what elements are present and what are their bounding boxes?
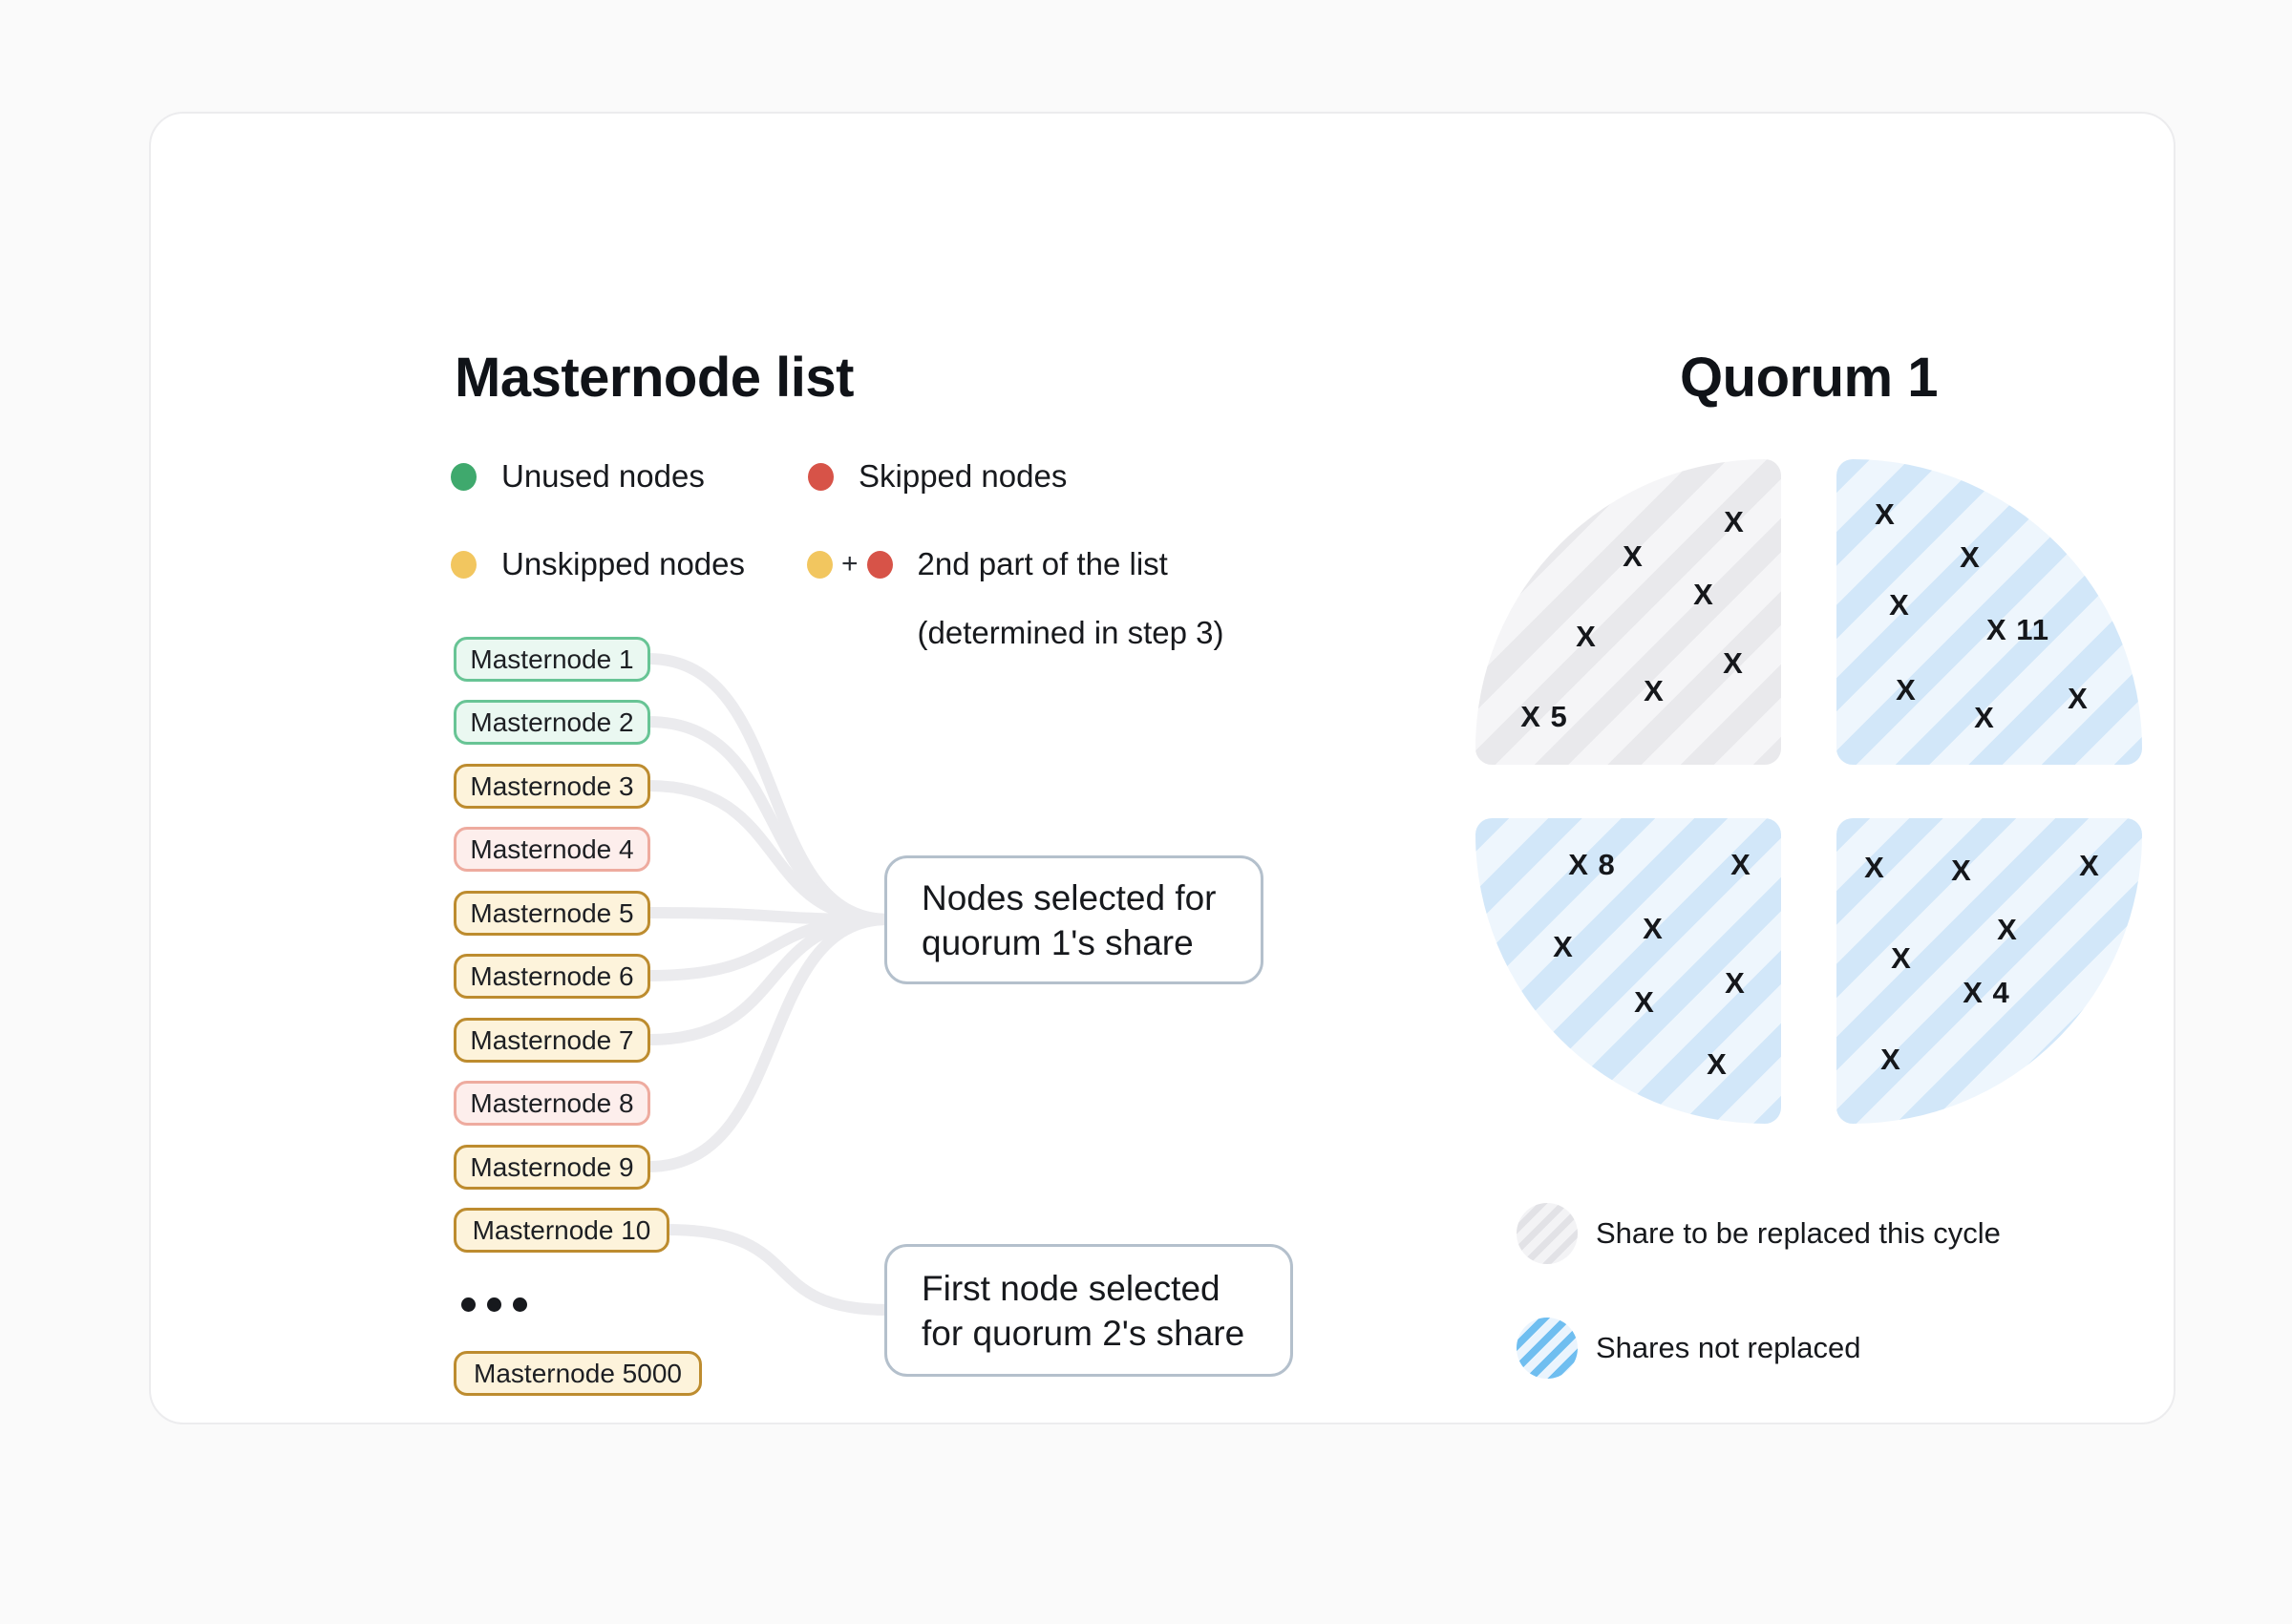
masternode-box: Masternode 9 (454, 1145, 650, 1190)
node-mark: X (1880, 1043, 1901, 1076)
masternode-box: Masternode 10 (454, 1208, 669, 1253)
masternode-box: Masternode 5 (454, 891, 650, 936)
masternode-box: Masternode 7 (454, 1018, 650, 1063)
legend-item: Unused nodes (451, 457, 705, 496)
ellipsis-dot (513, 1297, 527, 1312)
masternode-list-title: Masternode list (455, 347, 854, 409)
connector-curves (647, 653, 889, 1316)
legend-label: Unused nodes (501, 457, 705, 496)
quorum-legend-item: Share to be replaced this cycle (1517, 1203, 2001, 1264)
plus-sign: + (841, 548, 859, 580)
node-mark: X (1725, 966, 1746, 1000)
node-mark: X 4 (1963, 976, 2010, 1009)
node-mark: X (2079, 849, 2100, 882)
page: { "left": { "title": "Masternode list", … (149, 112, 2175, 1424)
legend-label-line: Skipped nodes (859, 458, 1068, 494)
callout-line: First node selected (922, 1268, 1220, 1308)
callout-line: Nodes selected for (922, 877, 1217, 917)
connector-curve (667, 1224, 889, 1316)
masternode-box: Masternode 8 (454, 1081, 650, 1126)
legend-item: Unskipped nodes (451, 545, 745, 583)
node-mark: X 5 (1520, 700, 1568, 733)
quorum-legend-item: Shares not replaced (1517, 1318, 1860, 1379)
callout-line: for quorum 2's share (922, 1313, 1245, 1353)
masternode-box: Masternode 1 (454, 637, 650, 682)
legend-item: +2nd part of the list (determined in step… (807, 545, 1224, 652)
ellipsis-dot (461, 1297, 476, 1312)
node-mark: X 8 (1568, 848, 1616, 881)
node-mark: X 11 (1985, 613, 2050, 646)
quorum1-share-callout: Nodes selected for quorum 1's share (884, 855, 1263, 984)
node-mark: X (1643, 912, 1664, 945)
node-mark: X (1864, 851, 1885, 884)
node-mark: X (1889, 588, 1910, 622)
node-mark: X (1693, 578, 1714, 611)
legend-item: Skipped nodes (808, 457, 1067, 496)
masternode-box: Masternode 2 (454, 700, 650, 745)
node-mark: X (1723, 646, 1744, 680)
legend-sublabel: (determined in step 3) (917, 615, 1224, 650)
node-mark: X (1634, 985, 1655, 1019)
red-dot-icon (866, 551, 893, 579)
ellipsis-dot (487, 1297, 501, 1312)
legend-label-line: Unskipped nodes (501, 546, 746, 581)
node-mark: X (1644, 674, 1665, 707)
quorum-title: Quorum 1 (1680, 347, 1938, 409)
red-dot-icon (808, 463, 834, 491)
masternode-box: Masternode 4 (454, 827, 650, 872)
legend-label: Skipped nodes (859, 457, 1067, 496)
node-mark: X (1974, 701, 1995, 734)
yellow-dot-icon (807, 551, 833, 579)
node-mark: X (1951, 854, 1972, 887)
masternode-box: Masternode 6 (454, 954, 650, 999)
node-mark: X (1553, 930, 1574, 963)
node-mark: X (2068, 682, 2089, 715)
callout-line: quorum 1's share (922, 922, 1194, 962)
quorum-legend-label: Share to be replaced this cycle (1596, 1216, 2001, 1250)
blue-striped-circle-icon (1517, 1318, 1578, 1379)
node-mark: X (1891, 941, 1912, 975)
node-mark: X (1707, 1047, 1728, 1081)
gray-striped-circle-icon (1517, 1203, 1578, 1264)
node-mark: X (1875, 497, 1896, 531)
node-mark: X (1730, 848, 1751, 881)
node-mark: X (1896, 673, 1917, 707)
yellow-dot-icon (451, 551, 477, 579)
legend-label: Unskipped nodes (501, 545, 745, 583)
green-dot-icon (451, 463, 477, 491)
ellipsis-dots (461, 1297, 539, 1312)
connector-curve (647, 716, 889, 925)
legend-label-line: Unused nodes (501, 458, 705, 494)
node-mark: X (1724, 505, 1745, 538)
quorum2-first-node-callout: First node selected for quorum 2's share (884, 1244, 1293, 1377)
node-mark: X (1576, 620, 1597, 653)
masternode-box: Masternode 5000 (454, 1351, 702, 1396)
node-mark: X (1960, 540, 1981, 574)
legend-label: 2nd part of the list (determined in step … (918, 545, 1224, 652)
legend-label-line: 2nd part of the list (917, 546, 1168, 581)
quorum-legend-label: Shares not replaced (1596, 1331, 1861, 1364)
masternode-box: Masternode 3 (454, 764, 650, 809)
node-mark: X (1623, 539, 1644, 573)
connector-curve (647, 914, 889, 1172)
diagram-card: Masternode list Quorum 1 Unused nodes Ski… (149, 112, 2175, 1424)
connector-curve (647, 780, 889, 925)
node-mark: X (1997, 913, 2018, 946)
